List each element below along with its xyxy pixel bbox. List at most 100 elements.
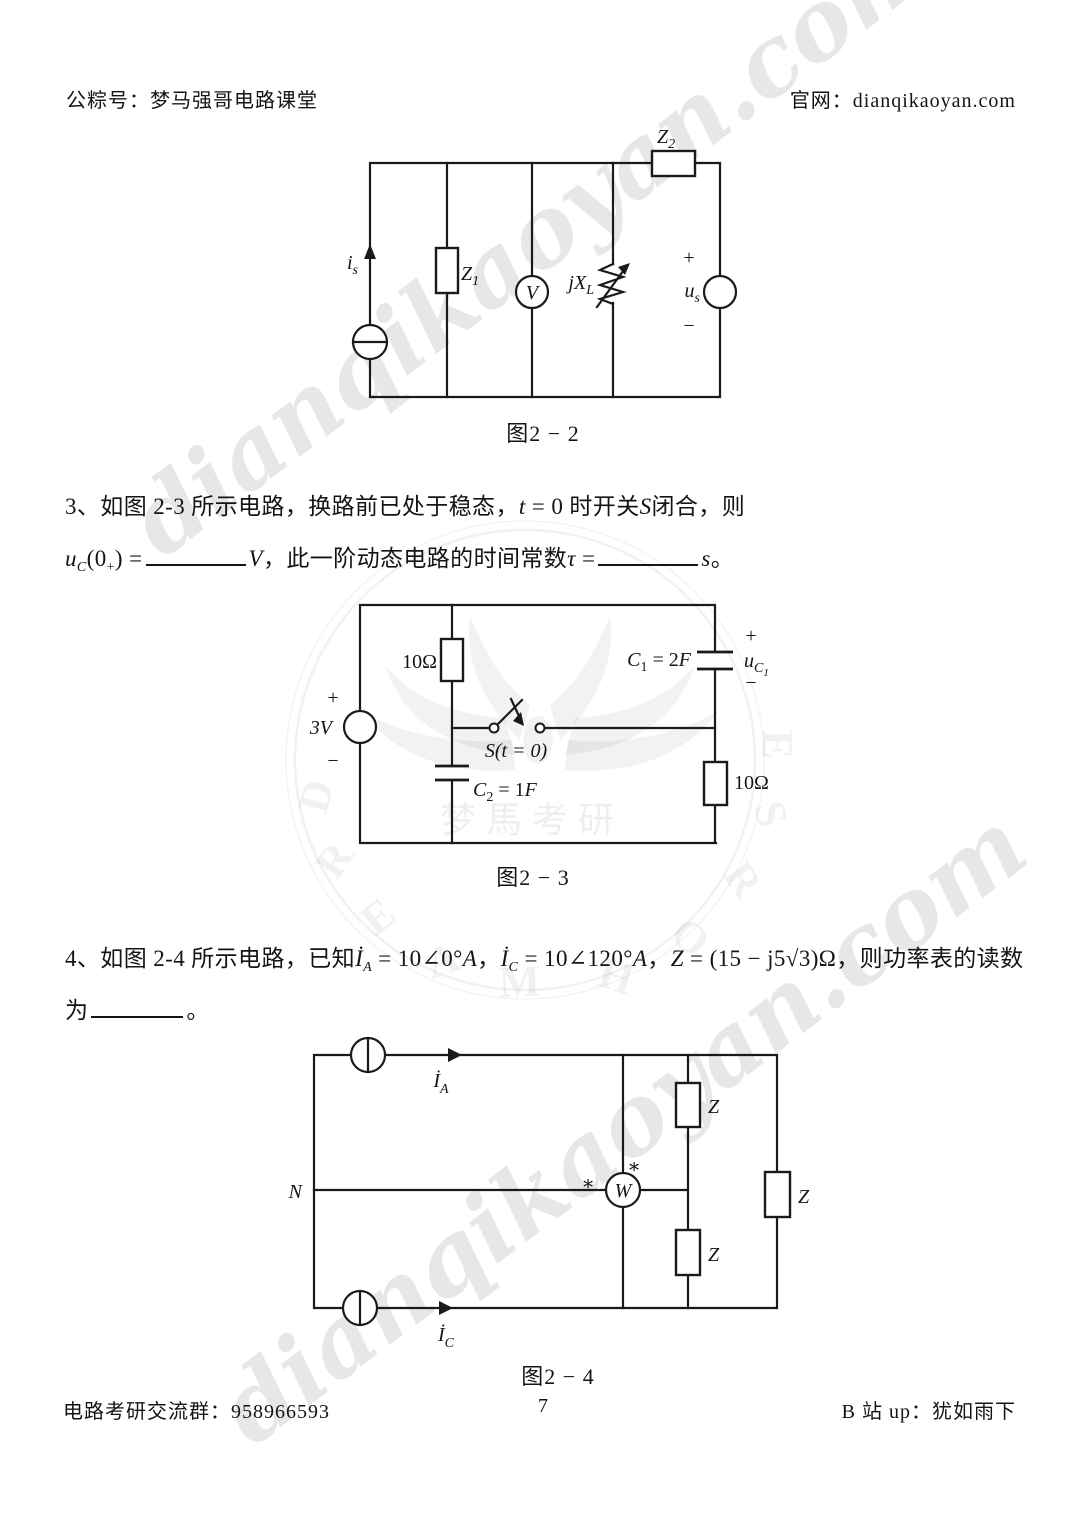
footer-qq-group: 电路考研交流群：958966593 — [63, 1401, 330, 1423]
q4-comma-1: ， — [477, 946, 501, 971]
svg-text:C2 = 1F: C2 = 1F — [473, 779, 538, 805]
svg-text:3V: 3V — [309, 717, 335, 739]
q3-sub-c: C — [76, 560, 87, 576]
svg-text:10Ω: 10Ω — [734, 772, 769, 794]
svg-text:Z2: Z2 — [657, 126, 675, 152]
impedance-z-lower: Z — [674, 1228, 720, 1277]
header-account-name: 公粽号：梦马强哥电路课堂 — [66, 90, 318, 112]
svg-text:N: N — [288, 1181, 304, 1203]
neutral-line: N — [288, 1181, 690, 1203]
svg-text:Z: Z — [708, 1096, 720, 1118]
wattmeter: W ∗ ∗ — [581, 1053, 642, 1310]
svg-text:V: V — [526, 282, 541, 304]
svg-text:Z1: Z1 — [461, 263, 479, 289]
q3-text-4: ，此一阶动态电路的时间常数 — [262, 546, 568, 572]
svg-text:İA: İA — [432, 1069, 449, 1097]
q4-text-3: 为 — [65, 998, 89, 1024]
q4-var-ic: İ — [500, 946, 509, 971]
resistor-10ohm-right: 10Ω — [702, 760, 769, 807]
svg-text:+: + — [745, 625, 756, 647]
q4-unit-ohm: Ω — [818, 946, 837, 971]
svg-text:−: − — [683, 315, 694, 337]
q3-eq-1: = 0 — [525, 494, 570, 519]
circuit-2-4: İA İC N W ∗ ∗ Z — [288, 1036, 810, 1351]
impedance-z-upper: Z — [674, 1053, 720, 1310]
q4-text-2: ，则功率表的读数 — [836, 946, 1024, 971]
svg-text:is: is — [347, 252, 359, 278]
voltage-source-3v: + 3V − — [309, 687, 378, 772]
footer-bilibili-up: B 站 up：犹如雨下 — [841, 1401, 1016, 1423]
q3-eq-2: ) = — [114, 546, 143, 572]
q4-unit-a2: A — [632, 946, 648, 971]
q3-sub-plus: + — [106, 560, 115, 576]
svg-text:+: + — [683, 247, 694, 269]
circuit-2-2: Z2 is Z1 V jX — [347, 126, 738, 399]
capacitor-c2: C2 = 1F — [435, 764, 538, 805]
question-3-line-1: 3、如图 2-3 所示电路，换路前已处于稳态，t = 0 时开关S闭合，则 — [65, 492, 745, 522]
q4-eq-2: = 10∠120° — [518, 946, 633, 971]
header-website: 官网：dianqikaoyan.com — [789, 90, 1016, 112]
impedance-z2: Z2 — [650, 126, 697, 178]
svg-text:−: − — [745, 672, 756, 694]
svg-text:Z: Z — [798, 1186, 810, 1208]
q4-unit-a1: A — [462, 946, 478, 971]
svg-text:−: − — [327, 750, 338, 772]
q3-var-s: S — [639, 494, 652, 519]
svg-text:∗: ∗ — [627, 1156, 641, 1178]
q4-eq-1: = 10∠0° — [372, 946, 463, 971]
question-4-line-2: 为。 — [65, 992, 210, 1026]
q3-unit-s: s — [701, 546, 711, 572]
q4-sub-c: C — [508, 960, 519, 975]
answer-blank-tau — [598, 540, 699, 567]
q3-text-2: 时开关 — [569, 494, 640, 519]
capacitor-c1: C1 = 2F + uC1 − — [627, 625, 769, 694]
q3-var-t: t — [518, 494, 526, 519]
impedance-z1: Z1 — [434, 161, 479, 399]
q3-eq-3: = — [575, 546, 596, 572]
q4-eq-3: = (15 − j5√3) — [683, 946, 819, 971]
q4-var-z: Z — [670, 946, 684, 971]
switch-s: S(t = 0) — [450, 697, 717, 762]
q3-text-3: 闭合，则 — [651, 494, 746, 519]
svg-text:10Ω: 10Ω — [402, 651, 437, 673]
svg-text:+: + — [327, 687, 338, 709]
q3-text-1: 3、如图 2-3 所示电路，换路前已处于稳态， — [65, 494, 519, 519]
q3-var-tau: τ — [567, 546, 576, 572]
caption-fig-2-3: 图2 − 3 — [496, 865, 570, 890]
page-number: 7 — [538, 1395, 549, 1417]
q4-comma-2: ， — [647, 946, 671, 971]
q3-unit-v: V — [248, 546, 263, 572]
q4-var-ia: İ — [355, 946, 364, 971]
answer-blank-power — [91, 992, 184, 1019]
q3-paren-open: (0 — [86, 546, 107, 572]
caption-fig-2-4: 图2 − 4 — [521, 1364, 595, 1389]
svg-text:S(t = 0): S(t = 0) — [485, 740, 548, 762]
svg-text:∗: ∗ — [581, 1173, 595, 1195]
svg-text:jXL: jXL — [565, 272, 594, 298]
svg-text:W: W — [615, 1180, 634, 1202]
q4-period: 。 — [186, 998, 210, 1024]
voltmeter: V — [514, 161, 550, 399]
caption-fig-2-2: 图2 − 2 — [506, 421, 580, 446]
svg-text:İC: İC — [437, 1323, 455, 1351]
current-source-is: is — [347, 244, 389, 361]
circuit-2-3: + 3V − 10Ω C2 = 1F S(t = 0) — [309, 603, 769, 845]
q3-period: 。 — [710, 546, 735, 572]
svg-text:Z: Z — [708, 1244, 720, 1266]
variable-inductor-jxl: jXL — [565, 161, 630, 399]
answer-blank-uc0 — [145, 540, 246, 567]
voltage-source-us: + us − — [683, 247, 738, 337]
current-source-ic: İC — [341, 1289, 455, 1351]
q4-sub-a: A — [363, 960, 373, 975]
svg-text:uC1: uC1 — [744, 650, 769, 679]
svg-text:us: us — [685, 280, 701, 306]
svg-text:C1 = 2F: C1 = 2F — [627, 649, 692, 675]
impedance-z-right: Z — [763, 1170, 810, 1219]
question-4-line-1: 4、如图 2-4 所示电路，已知İA = 10∠0°A，İC = 10∠120°… — [65, 944, 1023, 983]
current-source-ia: İA — [349, 1036, 462, 1097]
q4-text-1: 4、如图 2-4 所示电路，已知 — [65, 946, 356, 971]
question-3-line-2: uC(0+) = V，此一阶动态电路的时间常数τ = s。 — [65, 540, 734, 583]
q3-var-u: u — [65, 546, 77, 572]
